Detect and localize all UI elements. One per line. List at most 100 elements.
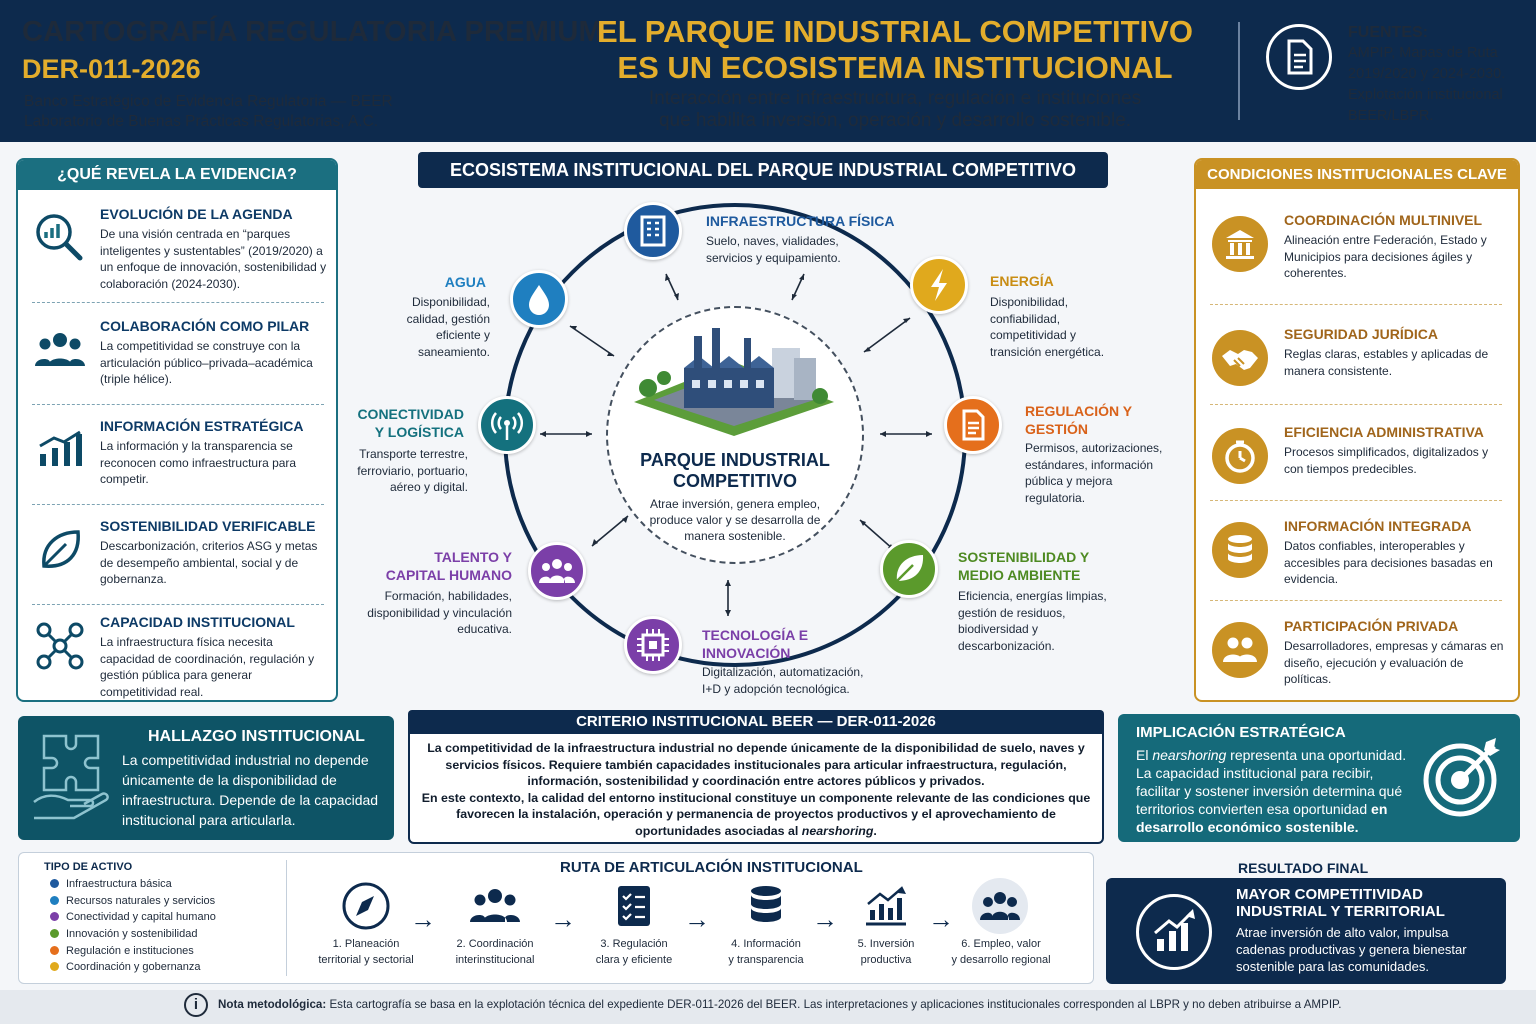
finding-title: HALLAZGO INSTITUCIONAL — [148, 728, 365, 745]
node-energia — [910, 256, 968, 314]
factory-icon — [634, 328, 834, 436]
node-tecnologia — [624, 616, 682, 674]
route-step-sub: clara y eficiente — [595, 954, 673, 966]
implication-nearshoring: nearshoring — [1152, 747, 1227, 763]
route-step-title: 6. Empleo, valor — [961, 938, 1041, 950]
legend-label: Regulación e instituciones — [66, 945, 194, 957]
evidence-item-title: SOSTENIBILIDAD VERIFICABLE — [100, 518, 316, 534]
puzzle-hand-icon — [33, 734, 109, 820]
document-icon — [1266, 24, 1332, 90]
sources: FUENTES: AMPIP, Mapas de Ruta 2019/2020 … — [1348, 22, 1528, 127]
route-step-sub: territorial y sectorial — [318, 954, 414, 966]
node-desc: Disponibilidad, confiabilidad, competiti… — [990, 295, 1105, 359]
node-desc: Formación, habilidades, disponibilidad y… — [367, 589, 512, 636]
result-desc: Atrae inversión de alto valor, impulsa c… — [1236, 925, 1467, 974]
evidence-item-desc: La infraestructura física necesita capac… — [100, 635, 315, 699]
evidence-item-desc: De una visión centrada en “parques intel… — [100, 227, 327, 291]
magnifier-chart-icon — [32, 210, 84, 262]
criterion-text: La competitividad de la infraestructura … — [420, 740, 1092, 839]
legend-item: Innovación y sostenibilidad — [50, 928, 197, 940]
legend-label: Infraestructura básica — [66, 878, 172, 890]
document-icon — [962, 409, 985, 441]
database-icon — [738, 878, 794, 934]
implication-title: IMPLICACIÓN ESTRATÉGICA — [1136, 724, 1346, 741]
legend-label: Conectividad y capital humano — [66, 911, 216, 923]
header-org-2: Laboratorio de Buenas Prácticas Regulato… — [24, 113, 379, 130]
route-arrow: → — [550, 904, 576, 934]
criterion-period: . — [873, 823, 877, 838]
hub-title: PARQUE INDUSTRIAL COMPETITIVO — [640, 450, 830, 491]
sources-text: AMPIP, Mapas de Ruta 2019/2020 y 2024-20… — [1348, 45, 1506, 124]
node-agua — [510, 270, 568, 328]
condition-item-desc: Reglas claras, estables y aplicadas de m… — [1284, 347, 1489, 378]
route-panel — [18, 852, 1094, 984]
building-icon — [640, 215, 666, 247]
checklist-icon — [606, 878, 662, 934]
route-step: 6. Empleo, valor y desarrollo regional — [936, 936, 1066, 968]
handshake-icon — [1212, 330, 1268, 386]
result-title: MAYOR COMPETITIVIDAD INDUSTRIAL Y TERRIT… — [1236, 886, 1445, 920]
route-arrow: → — [684, 904, 710, 934]
legend-label: Innovación y sostenibilidad — [66, 928, 198, 940]
route-arrow: → — [812, 904, 838, 934]
info-icon: i — [184, 993, 208, 1017]
legend-item: Infraestructura básica — [50, 878, 172, 890]
evidence-item-title: CAPACIDAD INSTITUCIONAL — [100, 614, 295, 630]
legend-label: Recursos naturales y servicios — [66, 895, 216, 907]
node-title: REGULACIÓN Y GESTIÓN — [1025, 403, 1132, 437]
stopwatch-icon — [1212, 428, 1268, 484]
main-subtitle: Interacción entre infraestructura, regul… — [560, 88, 1230, 132]
methodology-note-label: Nota metodológica: — [218, 998, 327, 1011]
leaf-icon — [32, 522, 84, 574]
node-desc: Digitalización, automatización, I+D y ad… — [702, 665, 864, 696]
condition-item-desc: Alineación entre Federación, Estado y Mu… — [1284, 233, 1487, 280]
legend-item: Regulación e instituciones — [50, 945, 194, 957]
evidence-panel-title: ¿QUÉ REVELA LA EVIDENCIA? — [18, 160, 336, 190]
condition-item-desc: Desarrolladores, empresas y cámaras en d… — [1284, 639, 1504, 686]
node-title: CONECTIVIDAD Y LOGÍSTICA — [357, 406, 464, 440]
header-subtitle: Banco Estratégico de Evidencia Regulator… — [24, 92, 393, 132]
condition-item-title: EFICIENCIA ADMINISTRATIVA — [1284, 424, 1484, 440]
node-title: TECNOLOGÍA E INNOVACIÓN — [702, 627, 809, 661]
main-title: EL PARQUE INDUSTRIAL COMPETITIVO ES UN E… — [560, 14, 1230, 86]
lightning-icon — [931, 269, 947, 301]
criterion-title: CRITERIO INSTITUCIONAL BEER — DER-011-20… — [408, 710, 1104, 734]
implication-post: representa una oportunidad. La capacidad… — [1136, 747, 1407, 817]
route-divider — [286, 860, 287, 976]
network-icon — [32, 618, 84, 670]
route-step-title: 2. Coordinación — [456, 938, 534, 950]
implication-pre: El — [1136, 747, 1149, 763]
route-step-sub: y transparencia — [728, 954, 804, 966]
finding-desc: La competitividad industrial no depende … — [122, 752, 379, 828]
route-step-title: 5. Inversión — [857, 938, 915, 950]
ecosystem-title: ECOSISTEMA INSTITUCIONAL DEL PARQUE INDU… — [418, 152, 1108, 188]
node-desc: Eficiencia, energías limpias, gestión de… — [958, 589, 1107, 653]
water-drop-icon — [529, 285, 549, 315]
evidence-item-desc: La información y la transparencia se rec… — [100, 439, 297, 486]
legend-item: Recursos naturales y servicios — [50, 895, 215, 907]
route-step-sub: y desarrollo regional — [951, 954, 1051, 966]
target-icon — [1423, 738, 1500, 817]
group-icon — [32, 322, 85, 374]
bar-chart-icon — [32, 422, 84, 474]
criterion-paragraph-1: La competitividad de la infraestructura … — [427, 741, 1085, 788]
legend-title: TIPO DE ACTIVO — [44, 861, 133, 873]
header-code: DER-011-2026 — [22, 54, 201, 84]
node-desc: Permisos, autorizaciones, estándares, in… — [1025, 441, 1163, 505]
evidence-item-desc: La competitividad se construye con la ar… — [100, 339, 313, 386]
main-title-line-1: EL PARQUE INDUSTRIAL COMPETITIVO — [597, 14, 1193, 49]
route-arrow: → — [928, 904, 954, 934]
header-title: CARTOGRAFÍA REGULATORIA PREMIUM — [22, 16, 603, 48]
result-label: RESULTADO FINAL — [1238, 860, 1369, 876]
condition-item-title: PARTICIPACIÓN PRIVADA — [1284, 618, 1459, 634]
leaf-icon — [896, 555, 924, 582]
compass-icon — [338, 878, 394, 934]
evidence-item-title: EVOLUCIÓN DE LA AGENDA — [100, 206, 293, 222]
legend-item: Conectividad y capital humano — [50, 911, 216, 923]
main-subtitle-line-2: que habilita inversión, operación y desa… — [658, 110, 1132, 131]
node-title: INFRAESTRUCTURA FÍSICA — [706, 213, 895, 229]
